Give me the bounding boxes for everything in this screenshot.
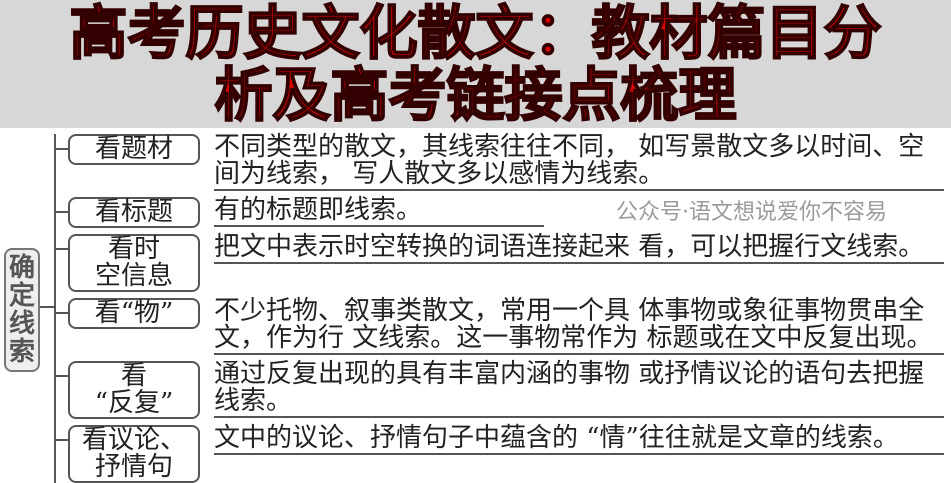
branch-node-object: 看“物” [56, 298, 200, 329]
branch-desc-time-space: 把文中表示时空转换的词语连接起来 看，可以把握行文线索。 [214, 234, 944, 264]
branch-node-argument: 看议论、 抒情句 [56, 425, 200, 483]
branch-node-topic: 看题材 [56, 134, 200, 165]
root-connector [40, 306, 54, 308]
branch-desc-title: 有的标题即线索。 [214, 197, 544, 227]
branch-node-repetition: 看 “反复” [56, 361, 200, 419]
mind-map-tree: 看题材 不同类型的散文，其线索往往不同， 如写景散文多以时间、空间为线索， 写人… [54, 134, 948, 483]
branch-row-time-space: 看时 空信息 把文中表示时空转换的词语连接起来 看，可以把握行文线索。 [56, 234, 948, 292]
branch-row-object: 看“物” 不少托物、叙事类散文，常用一个具 体事物或象征事物贯串全文，作为行 文… [56, 298, 948, 355]
branch-node-title: 看标题 [56, 197, 200, 228]
title-line-1: 高考历史文化散文：教材篇目分 [68, 0, 882, 67]
title-overlay-band [0, 0, 951, 128]
root-label: 确定线索 [8, 253, 35, 367]
branch-row-topic: 看题材 不同类型的散文，其线索往往不同， 如写景散文多以时间、空间为线索， 写人… [56, 134, 948, 191]
root-node: 确定线索 [4, 248, 40, 372]
branch-desc-topic: 不同类型的散文，其线索往往不同， 如写景散文多以时间、空间为线索， 写人散文多以… [214, 134, 944, 191]
branch-desc-object: 不少托物、叙事类散文，常用一个具 体事物或象征事物贯串全文，作为行 文线索。这一… [214, 298, 944, 355]
branch-desc-argument: 文中的议论、抒情句子中蕴含的 “情”往往就是文章的线索。 [214, 425, 944, 455]
watermark: 公众号·语文想说爱你不容易 [616, 200, 887, 225]
branch-row-title: 看标题 有的标题即线索。 公众号·语文想说爱你不容易 [56, 197, 948, 228]
title-line-2: 析及高考链接点梳理 [213, 61, 737, 129]
branch-row-repetition: 看 “反复” 通过反复出现的具有丰富内涵的事物 或抒情议论的语句去把握线索。 [56, 361, 948, 419]
branch-node-time-space: 看时 空信息 [56, 234, 200, 292]
branch-row-argument: 看议论、 抒情句 文中的议论、抒情句子中蕴含的 “情”往往就是文章的线索。 [56, 425, 948, 483]
branch-desc-repetition: 通过反复出现的具有丰富内涵的事物 或抒情议论的语句去把握线索。 [214, 361, 944, 418]
